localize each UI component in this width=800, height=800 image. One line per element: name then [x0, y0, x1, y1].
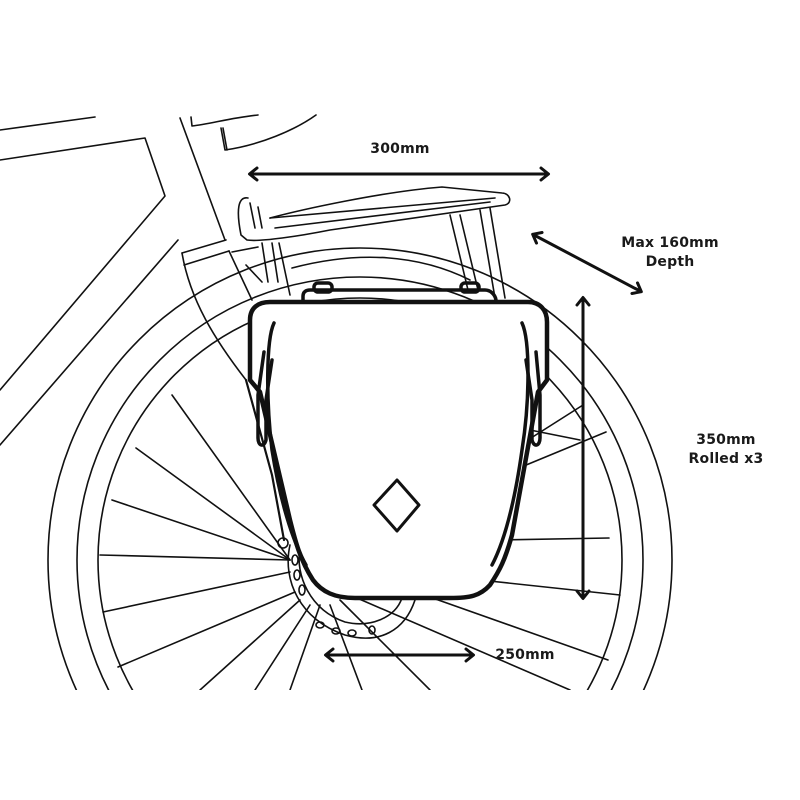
- bike-frame: [0, 114, 317, 446]
- dimension-arrows: [248, 166, 643, 663]
- fork-leg: [244, 378, 286, 542]
- pannier-bag: [247, 281, 550, 601]
- diamond-logo-icon: [372, 478, 421, 533]
- base-width-value: 250mm: [495, 647, 555, 663]
- height-value: 350mm: [696, 432, 756, 448]
- disc-brake-rotor: [277, 537, 416, 639]
- height-label: 350mm Rolled x3: [676, 431, 776, 469]
- width-label: 300mm: [340, 140, 460, 159]
- front-rack: [231, 186, 511, 299]
- depth-dimension-arrow: [531, 230, 643, 296]
- width-value: 300mm: [370, 141, 430, 157]
- height-caption: Rolled x3: [688, 451, 764, 467]
- depth-value: Max 160mm: [621, 235, 719, 251]
- base-width-label: 250mm: [480, 646, 570, 665]
- depth-label: Max 160mm Depth: [610, 234, 730, 272]
- depth-caption: Depth: [645, 254, 695, 270]
